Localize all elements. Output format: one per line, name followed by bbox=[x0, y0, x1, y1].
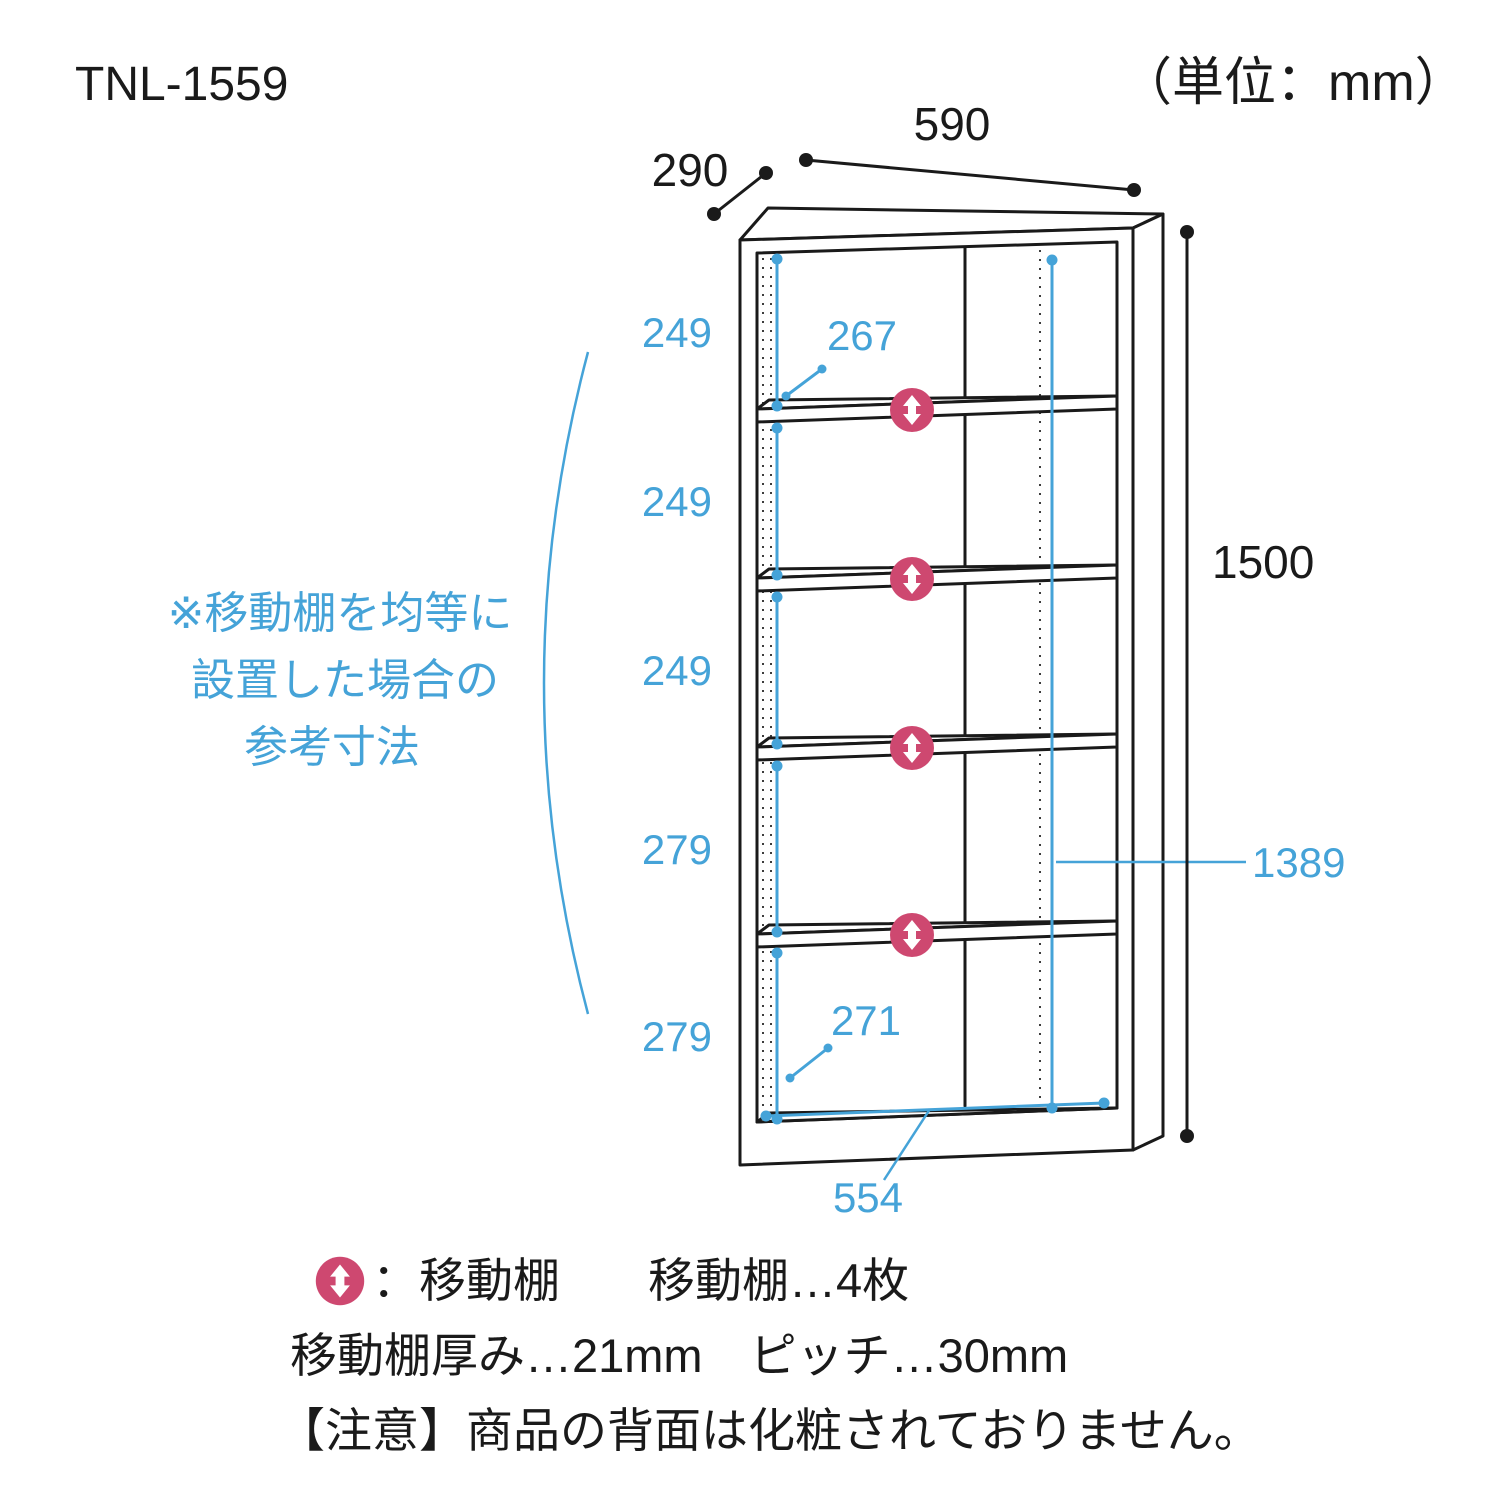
units-label: （単位：mm） bbox=[1120, 54, 1467, 112]
cabinet-opening bbox=[755, 240, 1119, 1124]
side-note-line1: ※移動棚を均等に bbox=[168, 589, 513, 638]
inner-width-dimension: 554 bbox=[760, 1097, 1110, 1221]
height-dimension: 1500 bbox=[1180, 225, 1314, 1143]
inner-height-dimension: 1389 bbox=[1046, 254, 1345, 1114]
side-note-line3: 参考寸法 bbox=[244, 723, 420, 772]
cabinet-outline bbox=[738, 206, 1165, 1167]
inner-depth-top-dimension: 267 bbox=[781, 312, 897, 401]
updown-arrow-icon bbox=[890, 913, 934, 957]
inner-height-label: 1389 bbox=[1252, 839, 1345, 886]
depth-label: 290 bbox=[652, 144, 729, 196]
shelves bbox=[755, 394, 1119, 949]
shelf-front bbox=[755, 919, 1119, 949]
gap-label: 279 bbox=[642, 1013, 712, 1060]
legend-movable-shelf-count: 移動棚…4枚 bbox=[648, 1254, 909, 1307]
shelf-front bbox=[755, 563, 1119, 593]
legend-movable-shelf-label: ：移動棚 bbox=[372, 1254, 560, 1307]
inner-depth-top-label: 267 bbox=[827, 312, 897, 359]
updown-arrow-icon bbox=[890, 557, 934, 601]
legend-thickness-pitch: 移動棚厚み…21mm ピッチ…30mm bbox=[290, 1329, 1068, 1382]
width-label: 590 bbox=[914, 98, 991, 150]
gap-label: 279 bbox=[642, 826, 712, 873]
updown-arrow-icon bbox=[890, 388, 934, 432]
side-note: ※移動棚を均等に 設置した場合の 参考寸法 bbox=[168, 351, 590, 1015]
gap-label: 249 bbox=[642, 309, 712, 356]
movable-shelf-markers bbox=[890, 388, 934, 957]
gap-label: 249 bbox=[642, 478, 712, 525]
inner-depth-bottom-dimension: 271 bbox=[785, 997, 901, 1083]
gap-label: 249 bbox=[642, 647, 712, 694]
depth-dimension: 290 bbox=[652, 144, 773, 221]
legend-caution: 【注意】商品の背面は化粧されておりません。 bbox=[278, 1404, 1261, 1457]
shelf-front bbox=[755, 732, 1119, 762]
updown-arrow-icon bbox=[890, 726, 934, 770]
width-dimension: 590 bbox=[799, 98, 1141, 197]
legend: ：移動棚 移動棚…4枚 移動棚厚み…21mm ピッチ…30mm 【注意】商品の背… bbox=[278, 1254, 1261, 1457]
height-label: 1500 bbox=[1212, 536, 1314, 588]
updown-arrow-icon bbox=[315, 1256, 365, 1306]
inner-width-label: 554 bbox=[833, 1174, 903, 1221]
model-number: TNL-1559 bbox=[75, 58, 288, 111]
inner-depth-bottom-label: 271 bbox=[831, 997, 901, 1044]
gap-dimensions: 249 249 249 279 279 bbox=[642, 253, 783, 1125]
note-bracket-arc bbox=[542, 351, 590, 1015]
side-note-line2: 設置した場合の bbox=[191, 656, 499, 705]
cabinet-side-panel bbox=[1131, 212, 1165, 1152]
shelf-front bbox=[755, 394, 1119, 424]
